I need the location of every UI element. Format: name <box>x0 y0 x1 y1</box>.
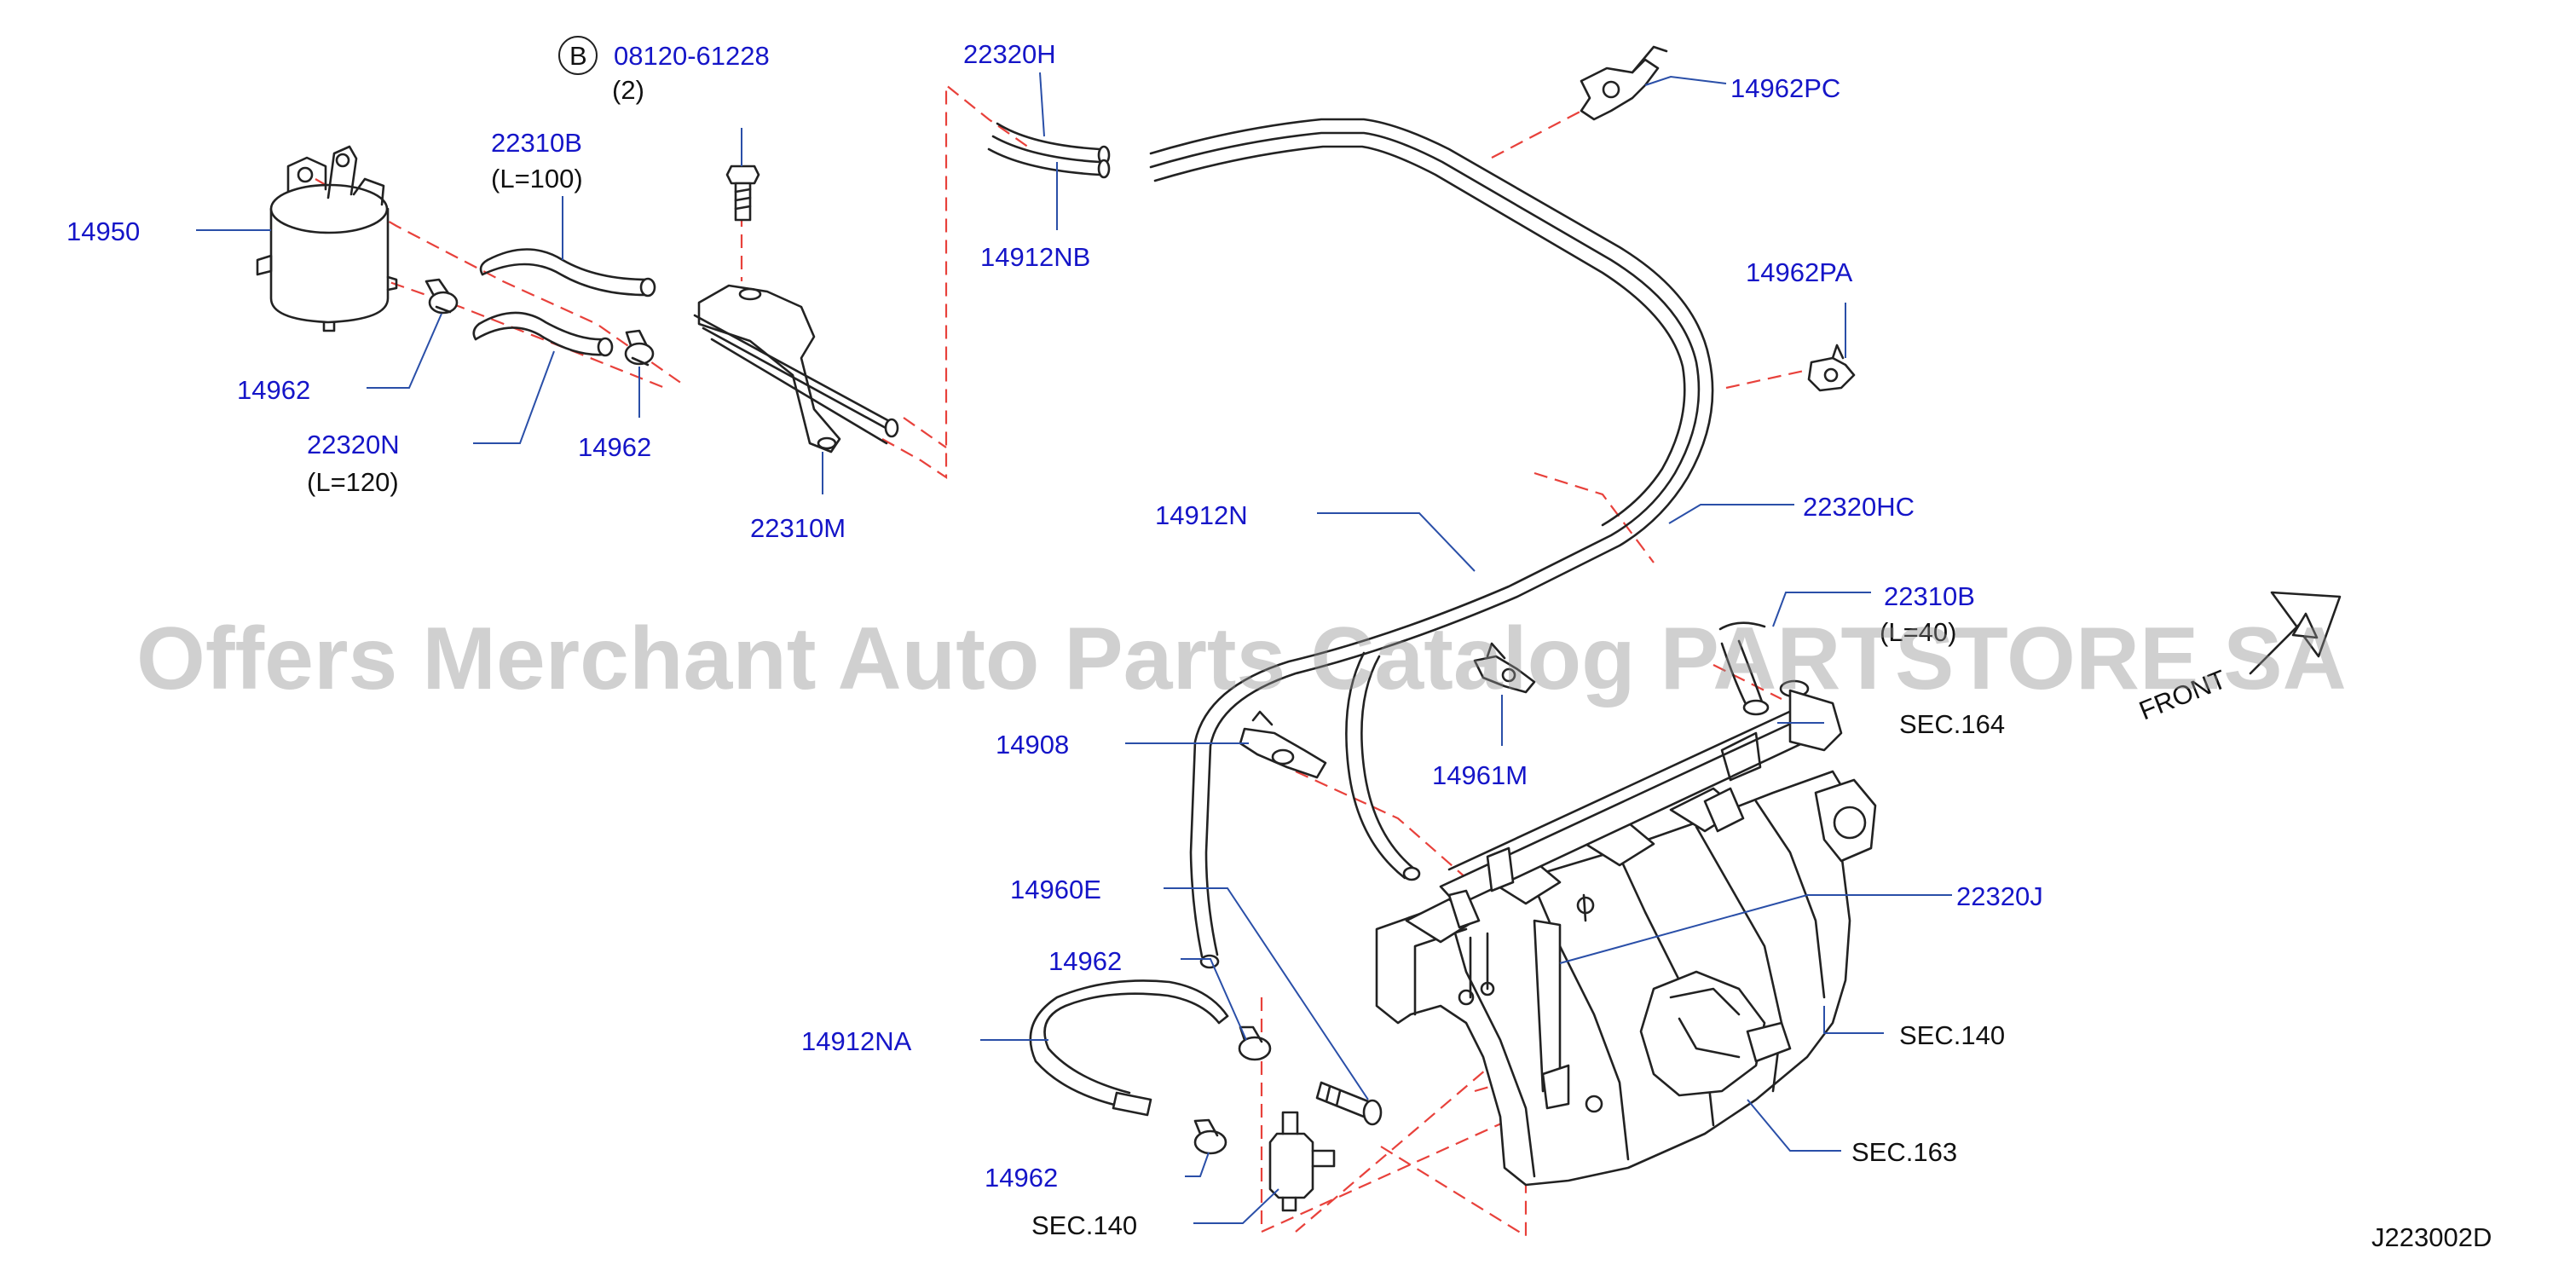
bolt-08120 <box>725 165 760 222</box>
label-22310m: 22310M <box>750 513 846 543</box>
clamp-14962-a <box>425 278 459 315</box>
ref-sec140-bottom: SEC.140 <box>1031 1210 1137 1240</box>
diagram-code: J223002D <box>2371 1222 2492 1252</box>
clip-14961m <box>1473 642 1536 694</box>
clamp-14962-d <box>1193 1118 1227 1155</box>
label-14950: 14950 <box>66 217 140 246</box>
label-14962-c: 14962 <box>1048 946 1122 976</box>
tube-22320h <box>987 122 1111 179</box>
label-14960e: 14960E <box>1010 875 1101 904</box>
label-14962pa: 14962PA <box>1746 257 1853 287</box>
t-connector <box>1268 1111 1336 1212</box>
valve-14960e <box>1315 1081 1383 1126</box>
hose-22310b <box>479 248 656 297</box>
label-08120-61228: 08120-61228 <box>614 41 770 71</box>
label-14962-b: 14962 <box>578 432 651 462</box>
section-references: SEC.164 SEC.140 SEC.163 SEC.140 <box>1031 709 2005 1240</box>
clip-14962pa <box>1807 344 1856 392</box>
evap-canister <box>256 145 398 332</box>
label-22310b-mid-length: (L=40) <box>1880 617 1956 647</box>
watermark: Offers Merchant Auto Parts Catalog PARTS… <box>136 609 2347 708</box>
label-14962pc: 14962PC <box>1730 73 1840 103</box>
label-14961m: 14961M <box>1432 760 1528 790</box>
callout-labels: 14950 22310B (L=100) B 08120-61228 (2) 2… <box>66 36 2043 1193</box>
label-08120-qty: (2) <box>612 75 644 105</box>
bracket-22310m <box>693 284 899 453</box>
clamp-14962-b <box>624 329 655 367</box>
clamp-14962-c <box>1238 1025 1272 1061</box>
ref-sec163: SEC.163 <box>1851 1137 1957 1167</box>
label-14912na: 14912NA <box>801 1026 912 1056</box>
long-tube-assembly <box>1149 118 1714 969</box>
clip-14962pc <box>1580 45 1668 121</box>
label-22320n-length: (L=120) <box>307 467 399 497</box>
leader-lines <box>196 72 1952 1224</box>
label-22320hc: 22320HC <box>1803 492 1915 522</box>
hose-22320n <box>472 311 614 357</box>
label-14912n: 14912N <box>1155 500 1248 530</box>
label-22310b-length: (L=100) <box>491 164 583 194</box>
label-14912nb: 14912NB <box>980 242 1090 272</box>
hose-14912na <box>1029 979 1229 1117</box>
label-14962-d: 14962 <box>985 1163 1058 1193</box>
label-22320n: 22320N <box>307 430 400 459</box>
label-14962-a: 14962 <box>237 375 310 405</box>
clip-14908 <box>1239 710 1327 779</box>
bolt-badge-circle <box>558 36 598 75</box>
label-22320j: 22320J <box>1956 881 2043 911</box>
intake-manifold <box>1375 689 1877 1187</box>
label-22320h: 22320H <box>963 39 1056 69</box>
label-22310b-mid: 22310B <box>1884 581 1975 611</box>
ref-sec164: SEC.164 <box>1899 709 2005 739</box>
label-22310b-top: 22310B <box>491 128 582 158</box>
label-14908: 14908 <box>996 730 1069 760</box>
ref-sec140-right: SEC.140 <box>1899 1020 2005 1050</box>
bolt-badge: B <box>569 41 587 71</box>
